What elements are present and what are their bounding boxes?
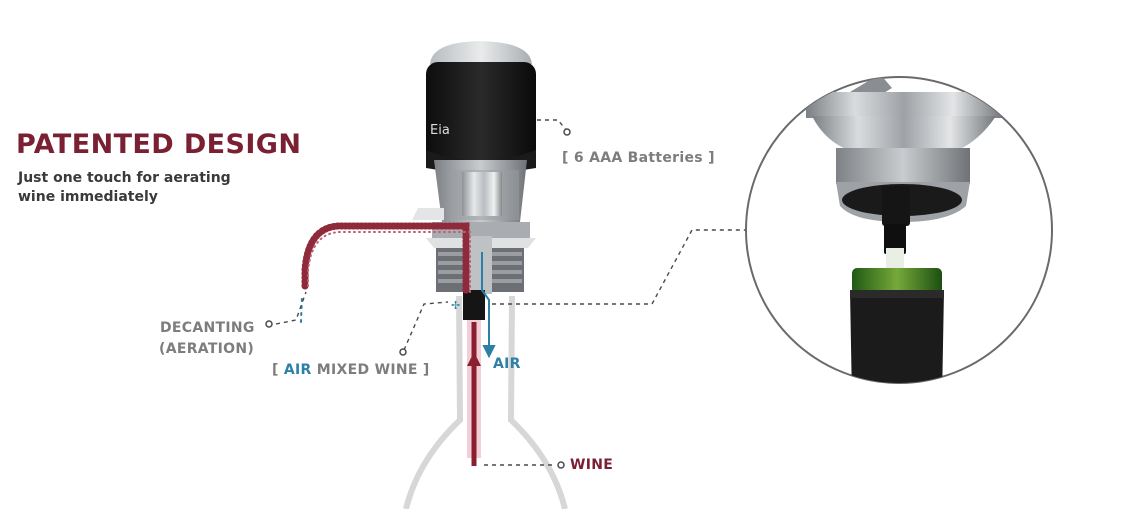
leader-lines: [275, 119, 852, 466]
device-logo: Eia: [430, 123, 450, 138]
batteries-label: [ 6 AAA Batteries ]: [562, 150, 715, 166]
wine-flow-arrow: [467, 320, 481, 466]
air-flow-path: ✢: [451, 252, 496, 359]
mixed-air-word: AIR: [283, 362, 312, 378]
aeration-label: (AERATION): [159, 341, 255, 357]
mixed-wine-text: MIXED WINE ]: [311, 362, 430, 378]
page-subtitle: Just one touch for aerating wine immedia…: [18, 170, 231, 205]
air-label: AIR: [493, 356, 521, 372]
zoom-detail: [745, 76, 1053, 384]
wine-flow-path: [300, 222, 471, 323]
decanting-label: DECANTING: [160, 320, 255, 336]
aerator-device: Eia: [412, 41, 536, 320]
air-mixed-wine-label: [ AIR MIXED WINE ]: [272, 362, 430, 378]
wine-label: WINE: [570, 457, 614, 473]
page-title: PATENTED DESIGN: [16, 129, 302, 160]
svg-text:✢: ✢: [451, 299, 460, 312]
bracket-open: [: [272, 362, 284, 378]
bottle-outline: [403, 295, 568, 509]
